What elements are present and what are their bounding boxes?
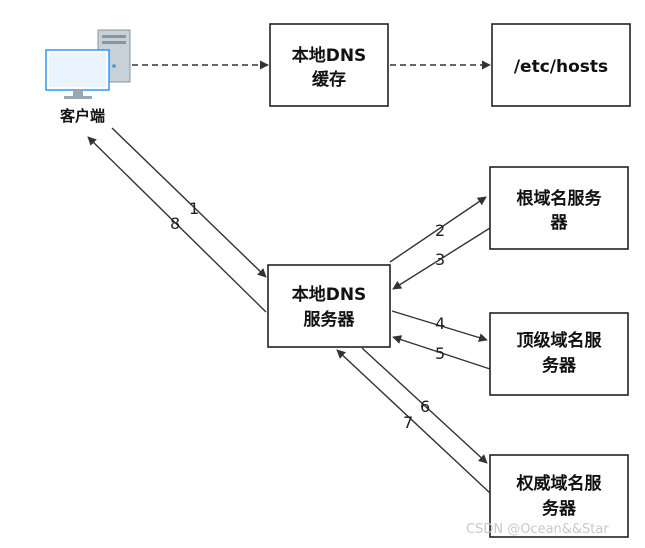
tld-server-box: 顶级域名服 务器: [489, 312, 629, 396]
authoritative-server-line-1: 权威域名服: [516, 473, 603, 494]
step-3-arrow: [392, 227, 491, 290]
local-dns-server-box: 本地DNS 服务器: [267, 264, 391, 348]
step-3-label: 3: [435, 250, 445, 269]
step-8-label: 8: [170, 214, 180, 233]
client-label: 客户端: [59, 107, 105, 125]
local-dns-server-line-2: 服务器: [304, 309, 356, 330]
dns-cache-line-1: 本地DNS: [292, 45, 367, 66]
step-5-arrow: [392, 335, 491, 370]
tld-server-line-1: 顶级域名服: [517, 330, 603, 351]
root-server-line-1: 根域名服务: [517, 188, 603, 209]
authoritative-server-line-2: 务器: [542, 498, 577, 519]
local-dns-server-line-1: 本地DNS: [292, 284, 367, 305]
csdn-watermark: CSDN @Ocean&&Star: [466, 522, 609, 537]
root-server-line-2: 器: [550, 213, 569, 233]
step-6-arrow: [361, 347, 488, 464]
hosts-file-box: /etc/hosts: [491, 23, 631, 107]
step-7-arrow: [336, 349, 491, 494]
hosts-file-label: /etc/hosts: [514, 57, 608, 77]
dns-cache-box: 本地DNS 缓存: [269, 23, 389, 107]
step-5-label: 5: [435, 344, 445, 363]
tld-server-line-2: 务器: [542, 355, 577, 376]
step-2-label: 2: [435, 221, 445, 240]
step-1-arrow: [111, 127, 267, 278]
dns-cache-line-2: 缓存: [312, 69, 346, 90]
root-server-box: 根域名服务 器: [489, 166, 629, 250]
authoritative-server-box: 权威域名服 务器: [489, 454, 629, 538]
step-2-arrow: [389, 196, 487, 263]
step-1-label: 1: [189, 199, 199, 218]
step-8-arrow: [87, 136, 267, 313]
step-4-arrow: [391, 310, 488, 342]
step-4-label: 4: [435, 314, 445, 333]
desktop-computer-icon: [45, 29, 131, 99]
step-6-label: 6: [420, 397, 430, 416]
step-7-label: 7: [403, 413, 413, 432]
